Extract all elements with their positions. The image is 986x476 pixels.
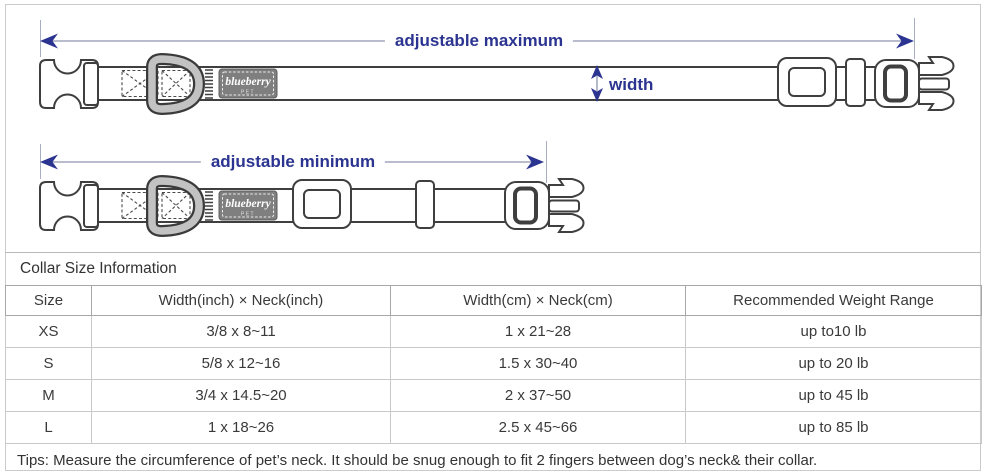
dimension-width	[591, 65, 603, 102]
keeper-icon	[845, 58, 866, 107]
male-buckle-icon	[874, 56, 955, 111]
arrowhead-left	[40, 33, 58, 49]
d-ring-icon	[146, 175, 205, 237]
col-header-cm: Width(cm) × Neck(cm)	[390, 285, 686, 316]
col-header-weight: Recommended Weight Range	[685, 285, 982, 316]
slider-icon	[777, 57, 837, 107]
collar-maximum-drawing: blueberry PET	[39, 53, 955, 115]
cell-cm: 2.5 x 45~66	[390, 411, 686, 444]
size-row-s: S 5/8 x 12~16 1.5 x 30~40 up to 20 lb	[5, 347, 982, 380]
cell-inch: 1 x 18~26	[91, 411, 391, 444]
arrowhead-right	[526, 154, 544, 170]
col-header-inch: Width(inch) × Neck(inch)	[91, 285, 391, 316]
cell-inch: 3/4 x 14.5~20	[91, 379, 391, 412]
cell-inch: 5/8 x 12~16	[91, 347, 391, 380]
d-ring-icon	[146, 53, 205, 115]
cell-weight: up to10 lb	[685, 315, 982, 348]
arrowhead-down	[591, 88, 603, 102]
cell-cm: 2 x 37~50	[390, 379, 686, 412]
brand-patch: blueberry PET	[218, 190, 278, 221]
cell-inch: 3/8 x 8~11	[91, 315, 391, 348]
arrowhead-right	[896, 33, 914, 49]
arrowhead-up	[591, 65, 603, 79]
cell-weight: up to 45 lb	[685, 379, 982, 412]
size-chart-table: Size Width(inch) × Neck(inch) Width(cm) …	[5, 285, 982, 444]
size-chart-section: Collar Size Information Size Width(inch)…	[5, 252, 982, 476]
cell-size: M	[5, 379, 92, 412]
brand-subtitle: PET	[241, 212, 255, 218]
label-adjustable-maximum: adjustable maximum	[384, 30, 574, 52]
size-row-xs: XS 3/8 x 8~11 1 x 21~28 up to10 lb	[5, 315, 982, 348]
male-buckle-icon	[504, 178, 585, 233]
ribbed-band	[205, 69, 213, 99]
size-row-m: M 3/4 x 14.5~20 2 x 37~50 up to 45 lb	[5, 379, 982, 412]
collar-diagram: blueberry PET	[39, 18, 955, 237]
collar-minimum-drawing: blueberry PET	[39, 175, 585, 237]
brand-subtitle: PET	[241, 90, 255, 96]
keeper-icon	[415, 180, 435, 229]
cell-size: S	[5, 347, 92, 380]
brand-name: blueberry	[225, 198, 271, 210]
size-chart-title: Collar Size Information	[5, 252, 981, 285]
label-width: width	[607, 74, 656, 96]
cell-size: XS	[5, 315, 92, 348]
size-row-l: L 1 x 18~26 2.5 x 45~66 up to 85 lb	[5, 411, 982, 444]
cell-weight: up to 85 lb	[685, 411, 982, 444]
tips-note: Tips: Measure the circumference of pet’s…	[17, 452, 818, 469]
ribbed-band	[205, 191, 213, 221]
brand-patch: blueberry PET	[218, 68, 278, 99]
cell-cm: 1.5 x 30~40	[390, 347, 686, 380]
female-buckle-icon	[39, 181, 99, 231]
col-header-size: Size	[5, 285, 92, 316]
slider-icon	[292, 179, 352, 229]
arrowhead-left	[40, 154, 58, 170]
female-buckle-icon	[39, 59, 99, 109]
cell-size: L	[5, 411, 92, 444]
label-adjustable-minimum: adjustable minimum	[200, 151, 386, 173]
cell-weight: up to 20 lb	[685, 347, 982, 380]
header-row: Size Width(inch) × Neck(inch) Width(cm) …	[5, 285, 982, 316]
cell-cm: 1 x 21~28	[390, 315, 686, 348]
brand-name: blueberry	[225, 76, 271, 88]
